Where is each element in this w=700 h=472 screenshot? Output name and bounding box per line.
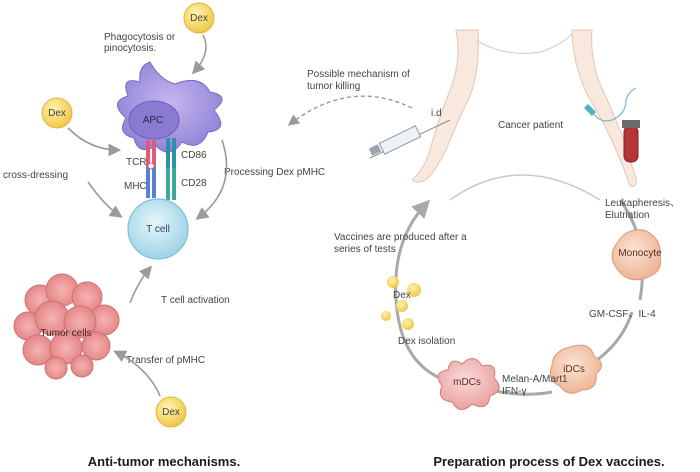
tumor-cells-cluster: Tumor cells xyxy=(13,273,120,380)
mhc-receptor xyxy=(146,166,150,198)
syringe xyxy=(368,119,451,159)
vaccines-label-1: Vaccines are produced after a xyxy=(334,232,467,243)
t-cell-activation-label: T cell activation xyxy=(161,295,230,306)
phagocytosis-label-2: pinocytosis. xyxy=(104,43,156,54)
arrow-dex-to-apc xyxy=(191,34,207,75)
phagocytosis-label-1: Phagocytosis or xyxy=(104,32,176,43)
dex-label-bottom: Dex xyxy=(162,407,180,418)
idcs-cell: iDCs xyxy=(549,344,602,394)
apc-label: APC xyxy=(143,115,164,126)
monocyte-label: Monocyte xyxy=(618,248,662,259)
leukapheresis-label-1: Leukapheresis、 xyxy=(605,198,680,209)
ifn-label: IFN-γ xyxy=(502,386,526,397)
cancer-patient-label: Cancer patient xyxy=(498,120,563,131)
tcr-label: TCR xyxy=(126,157,147,168)
vaccines-label-2: series of tests xyxy=(334,244,396,255)
t-cell: T cell xyxy=(127,198,189,260)
melan-label: Melan-A/Mart1 xyxy=(502,374,568,385)
caption-anti-tumor: Anti-tumor mechanisms. xyxy=(88,454,240,469)
arrow-processing xyxy=(195,139,228,220)
blood-collection-tube xyxy=(584,87,640,163)
transfer-pmhc-label: Transfer of pMHC xyxy=(126,355,205,366)
t-cell-label: T cell xyxy=(146,224,170,235)
dex-vesicle-top: Dex xyxy=(183,2,215,34)
mhc-label: MHC xyxy=(124,181,147,192)
cd28-label: CD28 xyxy=(181,178,207,189)
idcs-label: iDCs xyxy=(563,364,585,375)
tumor-cells-label: Tumor cells xyxy=(40,328,91,339)
dex-vesicle-bottom: Dex xyxy=(155,396,187,428)
dex-vesicle-left: Dex xyxy=(41,97,73,129)
leukapheresis-label-2: Elutriation xyxy=(605,210,649,221)
gm-csf-label: GM-CSF、IL-4 xyxy=(589,309,656,320)
tcr-receptor xyxy=(146,140,150,166)
dex-vesicles-cluster xyxy=(381,276,421,330)
possible-mechanism-label-2: tumor killing xyxy=(307,81,360,92)
dex-label-left: Dex xyxy=(48,108,66,119)
cd28-receptor xyxy=(166,168,170,200)
cd86-label: CD86 xyxy=(181,150,207,161)
dashed-arrow-possible-mechanism xyxy=(287,95,413,126)
dex-label-top: Dex xyxy=(190,13,208,24)
arrow-cross-dressing xyxy=(87,181,123,218)
mdcs-cell: mDCs xyxy=(437,358,500,410)
arrow-t-cell-activation xyxy=(129,265,153,304)
arrow-dex-to-apc-left xyxy=(67,127,122,157)
patient-figure xyxy=(411,29,637,187)
arrow-transfer-pmhc xyxy=(113,350,161,397)
processing-label: Processing Dex pMHC xyxy=(224,167,325,178)
id-label: i.d xyxy=(431,108,442,119)
caption-preparation: Preparation process of Dex vaccines. xyxy=(433,454,664,469)
apc-cell: APC xyxy=(117,61,223,153)
dex-isolation-label: Dex isolation xyxy=(398,336,455,347)
cd86-receptor xyxy=(166,138,170,168)
receptor-complex xyxy=(146,138,176,200)
process-arc-top xyxy=(449,174,601,201)
process-arc-left xyxy=(394,199,441,380)
dex-label-cycle: Dex xyxy=(393,290,411,301)
monocyte-cell: Monocyte xyxy=(611,229,662,281)
cross-dressing-label: cross-dressing xyxy=(3,170,68,181)
possible-mechanism-label-1: Possible mechanism of xyxy=(307,69,410,80)
mdcs-label: mDCs xyxy=(453,377,481,388)
